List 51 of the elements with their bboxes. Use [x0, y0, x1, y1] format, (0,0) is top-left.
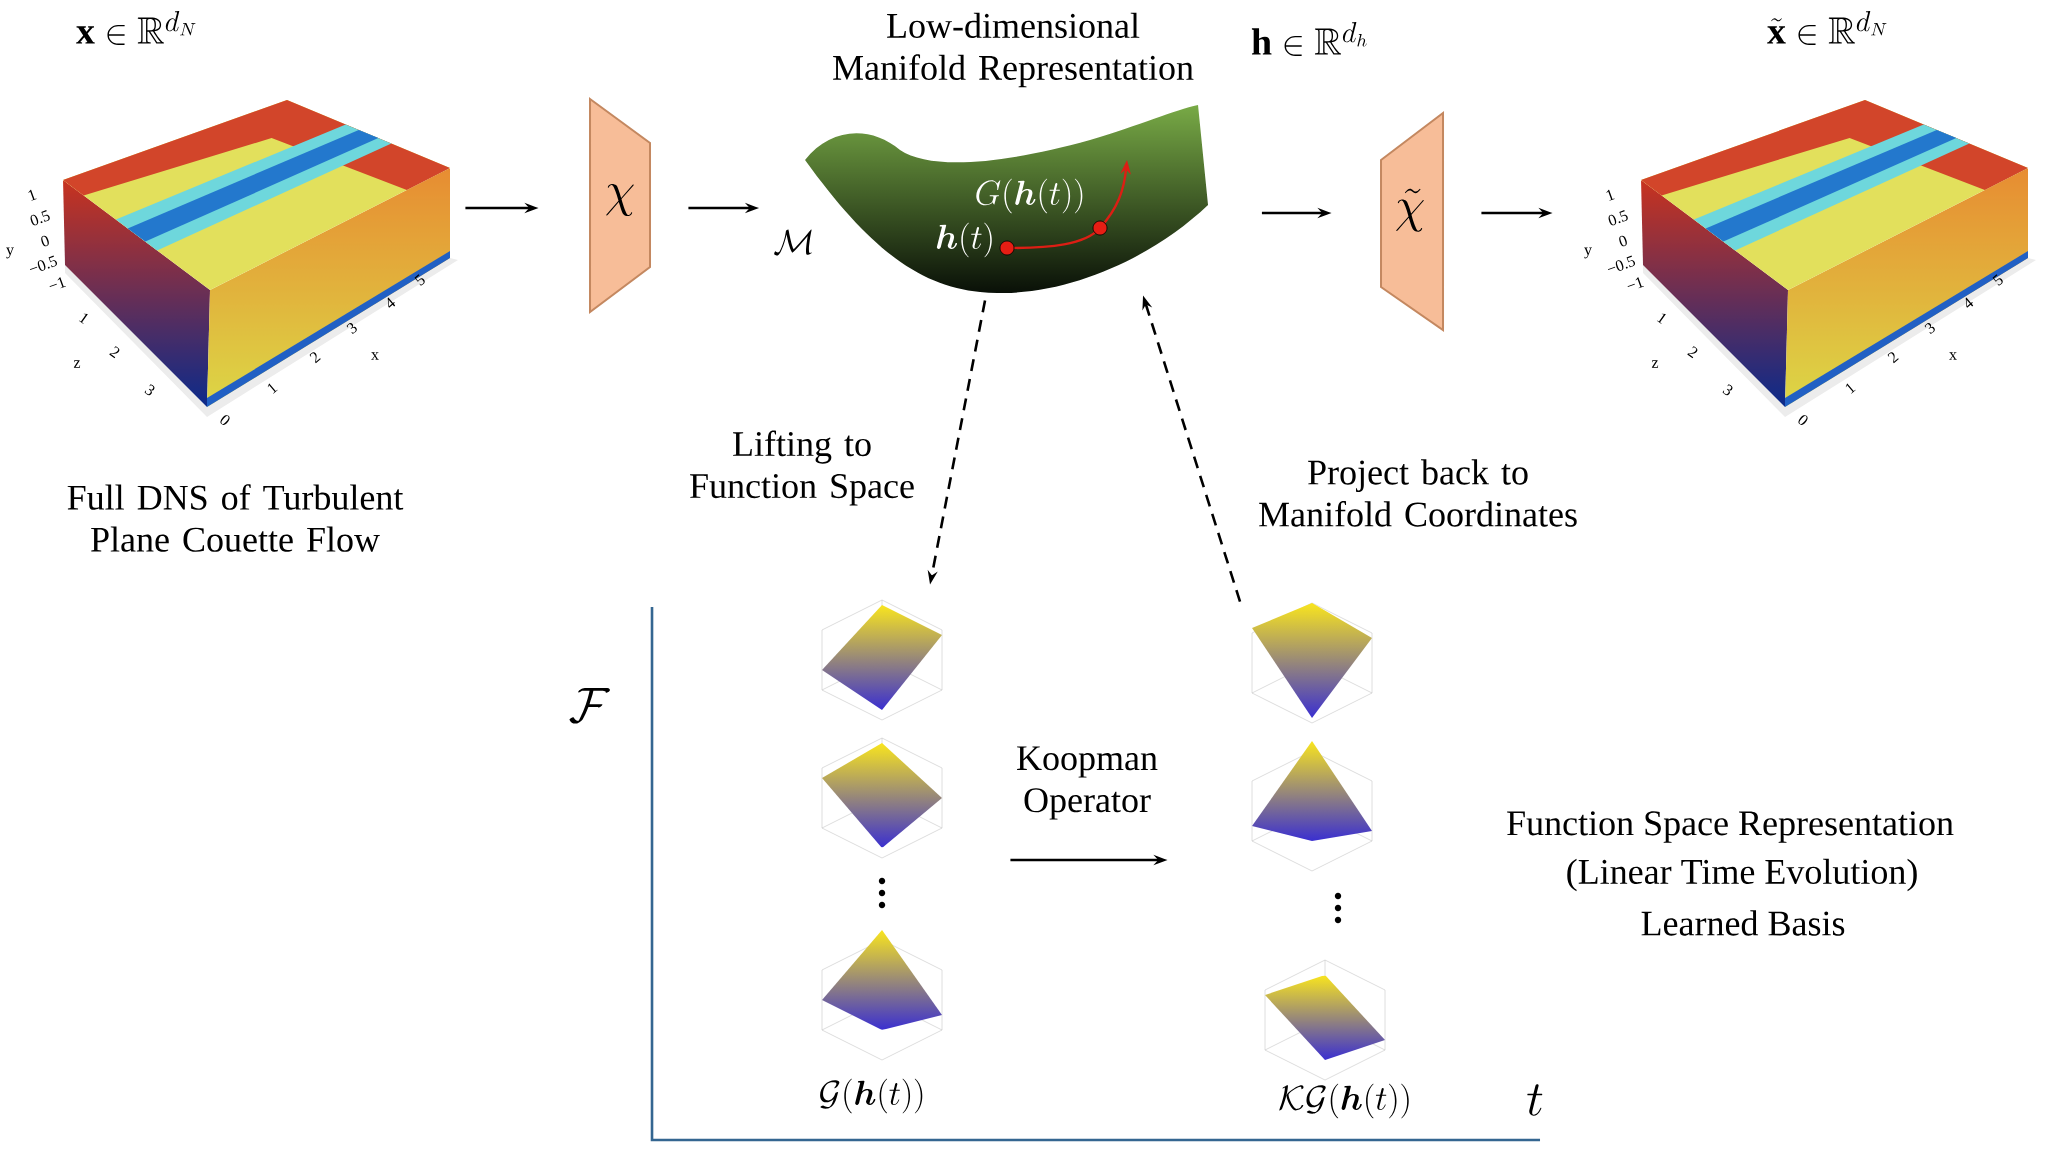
tick-label: y: [1584, 247, 1592, 259]
node-label: Full DNS of Turbulent Plane Couette Flow: [67, 484, 404, 552]
tick-label: z: [1651, 360, 1659, 368]
tick-label: 2: [109, 346, 120, 359]
tick-label: 0: [41, 235, 49, 247]
text-label: Function Space Representation: [1507, 811, 1954, 843]
text-label: (Linear Time Evolution): [1567, 858, 1917, 892]
tick-label: 1: [28, 189, 37, 201]
tick-label: 1: [267, 383, 278, 394]
point-label: $\boldsymbol{h}(t)$: [936, 222, 992, 258]
tick-label: 0.5: [1608, 210, 1628, 226]
math-label: $\mathbf{h} \in \mathbb{R}^{d_h}$: [1251, 22, 1367, 56]
math-label: $\mathcal{G}(\boldsymbol{h}(t))$: [820, 1078, 923, 1114]
math-label: $\mathbf{x} \in \mathbb{R}^{d_N}$: [76, 11, 196, 45]
tick-label: −0.5: [1607, 255, 1636, 271]
trapezoid-layer: $\tilde{\chi}$: [1380, 111, 1444, 332]
edge-label: Koopman Operator: [1017, 746, 1158, 820]
tick-label: 0: [1619, 235, 1627, 247]
tick-label: 3: [346, 323, 357, 334]
tick-label: −1: [1627, 277, 1644, 289]
tick-label: 0: [220, 415, 230, 425]
axis-symbol: $t$: [1527, 1084, 1543, 1116]
tick-label: 1: [1845, 383, 1856, 394]
tick-label: 2: [1887, 352, 1899, 364]
axis-symbol: $\mathcal{F}$: [569, 687, 610, 724]
edge-label: Project back to Manifold Coordinates: [1259, 459, 1577, 527]
tick-label: 1: [1656, 313, 1666, 325]
tick-label: 0.5: [30, 210, 50, 226]
tick-label: x: [371, 352, 379, 360]
heading: Low-dimensional Manifold Representation: [833, 12, 1194, 88]
tick-label: 0: [1798, 415, 1808, 425]
tick-label: 3: [1924, 323, 1935, 334]
tick-label: z: [73, 360, 81, 368]
math-label: $\tilde{\mathbf{x}} \in \mathbb{R}^{d_N}$: [1767, 11, 1887, 45]
tick-label: 2: [309, 352, 321, 364]
tick-label: 3: [1722, 384, 1733, 396]
tick-label: 4: [387, 297, 396, 308]
tick-label: −1: [49, 277, 66, 289]
text-label: Learned Basis: [1641, 910, 1845, 936]
tick-label: −0.5: [29, 255, 58, 271]
edge-label: Lifting to Function Space: [690, 430, 914, 506]
tick-label: 1: [78, 313, 88, 325]
tick-label: 2: [1687, 346, 1698, 359]
tick-label: y: [6, 247, 14, 259]
tick-label: 4: [1965, 297, 1974, 308]
math-label: $\mathcal{M}$: [774, 229, 812, 256]
curve-label: $G(\boldsymbol{h}(t))$: [976, 178, 1083, 214]
math-label: $\mathcal{K}\mathcal{G}(\boldsymbol{h}(t))$: [1279, 1083, 1409, 1119]
tick-label: 3: [144, 384, 155, 396]
tick-label: 1: [1606, 189, 1615, 201]
tick-label: x: [1949, 352, 1957, 360]
